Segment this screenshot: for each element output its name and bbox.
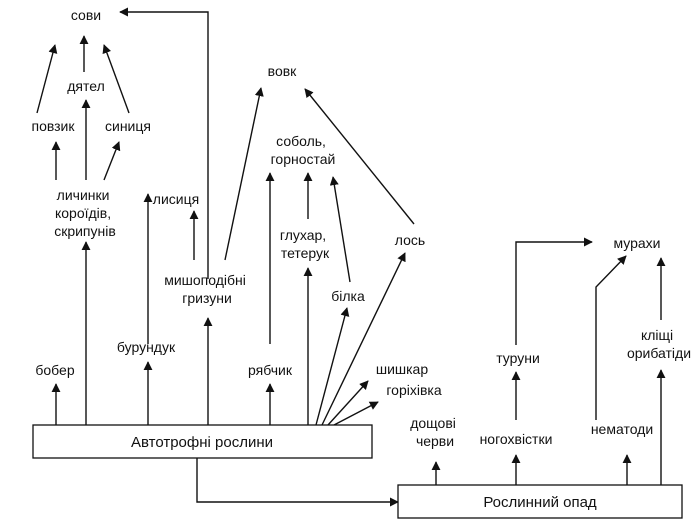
node-klishchi: кліщі орибатіди: [627, 327, 691, 361]
node-klishchi-line1: кліщі: [641, 327, 673, 343]
node-sobol: соболь, горностай: [271, 133, 336, 167]
node-horikhivka: горіхівка: [386, 382, 441, 398]
node-lychynky: личинки короїдів, скрипунів: [54, 187, 116, 239]
node-bilka: білка: [331, 288, 365, 304]
arrow-los-vovk: [304, 88, 415, 225]
arrow-nematody-murakhy: [595, 255, 627, 420]
node-vovk: вовк: [268, 63, 298, 79]
node-turuny: туруни: [496, 350, 540, 366]
node-doshchovi-line1: дощові: [410, 415, 456, 431]
arrow-bilka-sobol: [329, 176, 351, 283]
node-synytsia: синиця: [105, 118, 151, 134]
node-murakhy: мурахи: [613, 235, 660, 251]
litter-label: Рослинний опад: [483, 494, 597, 511]
node-los: лось: [395, 232, 425, 248]
arrow-plants-horikhivka: [333, 401, 379, 426]
node-shyshkar: шишкар: [376, 361, 429, 377]
node-lychynky-line2: короїдів,: [55, 205, 111, 221]
arrow-plants-shyshkar: [327, 380, 369, 426]
node-nohokhvistky: ногохвістки: [480, 431, 553, 447]
arrow-myshi-sovy: [119, 7, 209, 279]
node-myshopodibni-line2: гризуни: [182, 290, 232, 306]
node-lychynky-line1: личинки: [57, 187, 110, 203]
arrow-povzyk-sovy: [36, 44, 58, 114]
node-hlukhar: глухар, тетерук: [280, 227, 330, 261]
arrows: [36, 7, 666, 507]
node-sobol-line1: соболь,: [276, 133, 326, 149]
node-myshopodibni-line1: мишоподібні: [164, 272, 246, 288]
autotrophs-box: [32, 424, 373, 459]
node-doshchovi-line2: черви: [416, 433, 454, 449]
node-sobol-line2: горностай: [271, 151, 336, 167]
litter-box: [397, 484, 683, 519]
arrow-plants-los: [321, 252, 406, 426]
node-myshopodibni: мишоподібні гризуни: [164, 272, 250, 306]
node-hlukhar-line2: тетерук: [281, 245, 330, 261]
node-bober: бобер: [35, 362, 74, 378]
arrow-lychynky-synytsia: [103, 141, 121, 181]
node-dyatel: дятел: [67, 78, 105, 94]
arrow-myshi-vovk: [224, 87, 264, 261]
node-sovy: сови: [71, 7, 101, 23]
arrow-turuny-murakhy: [515, 237, 593, 345]
node-hlukhar-line1: глухар,: [280, 227, 326, 243]
node-lysytsia: лисиця: [153, 191, 199, 207]
node-burunduk: бурундук: [117, 339, 176, 355]
arrow-plants-litter: [196, 458, 399, 507]
node-klishchi-line2: орибатіди: [627, 345, 691, 361]
node-doshchovi: дощові черви: [410, 415, 460, 449]
node-riabchyk: рябчик: [248, 362, 293, 378]
autotrophs-label: Автотрофні рослини: [131, 434, 273, 451]
node-nematody: нематоди: [591, 421, 653, 437]
node-povzyk: повзик: [31, 118, 75, 134]
node-lychynky-line3: скрипунів: [54, 223, 116, 239]
arrow-synytsia-sovy: [102, 44, 130, 114]
arrow-plants-bilka: [315, 307, 350, 426]
